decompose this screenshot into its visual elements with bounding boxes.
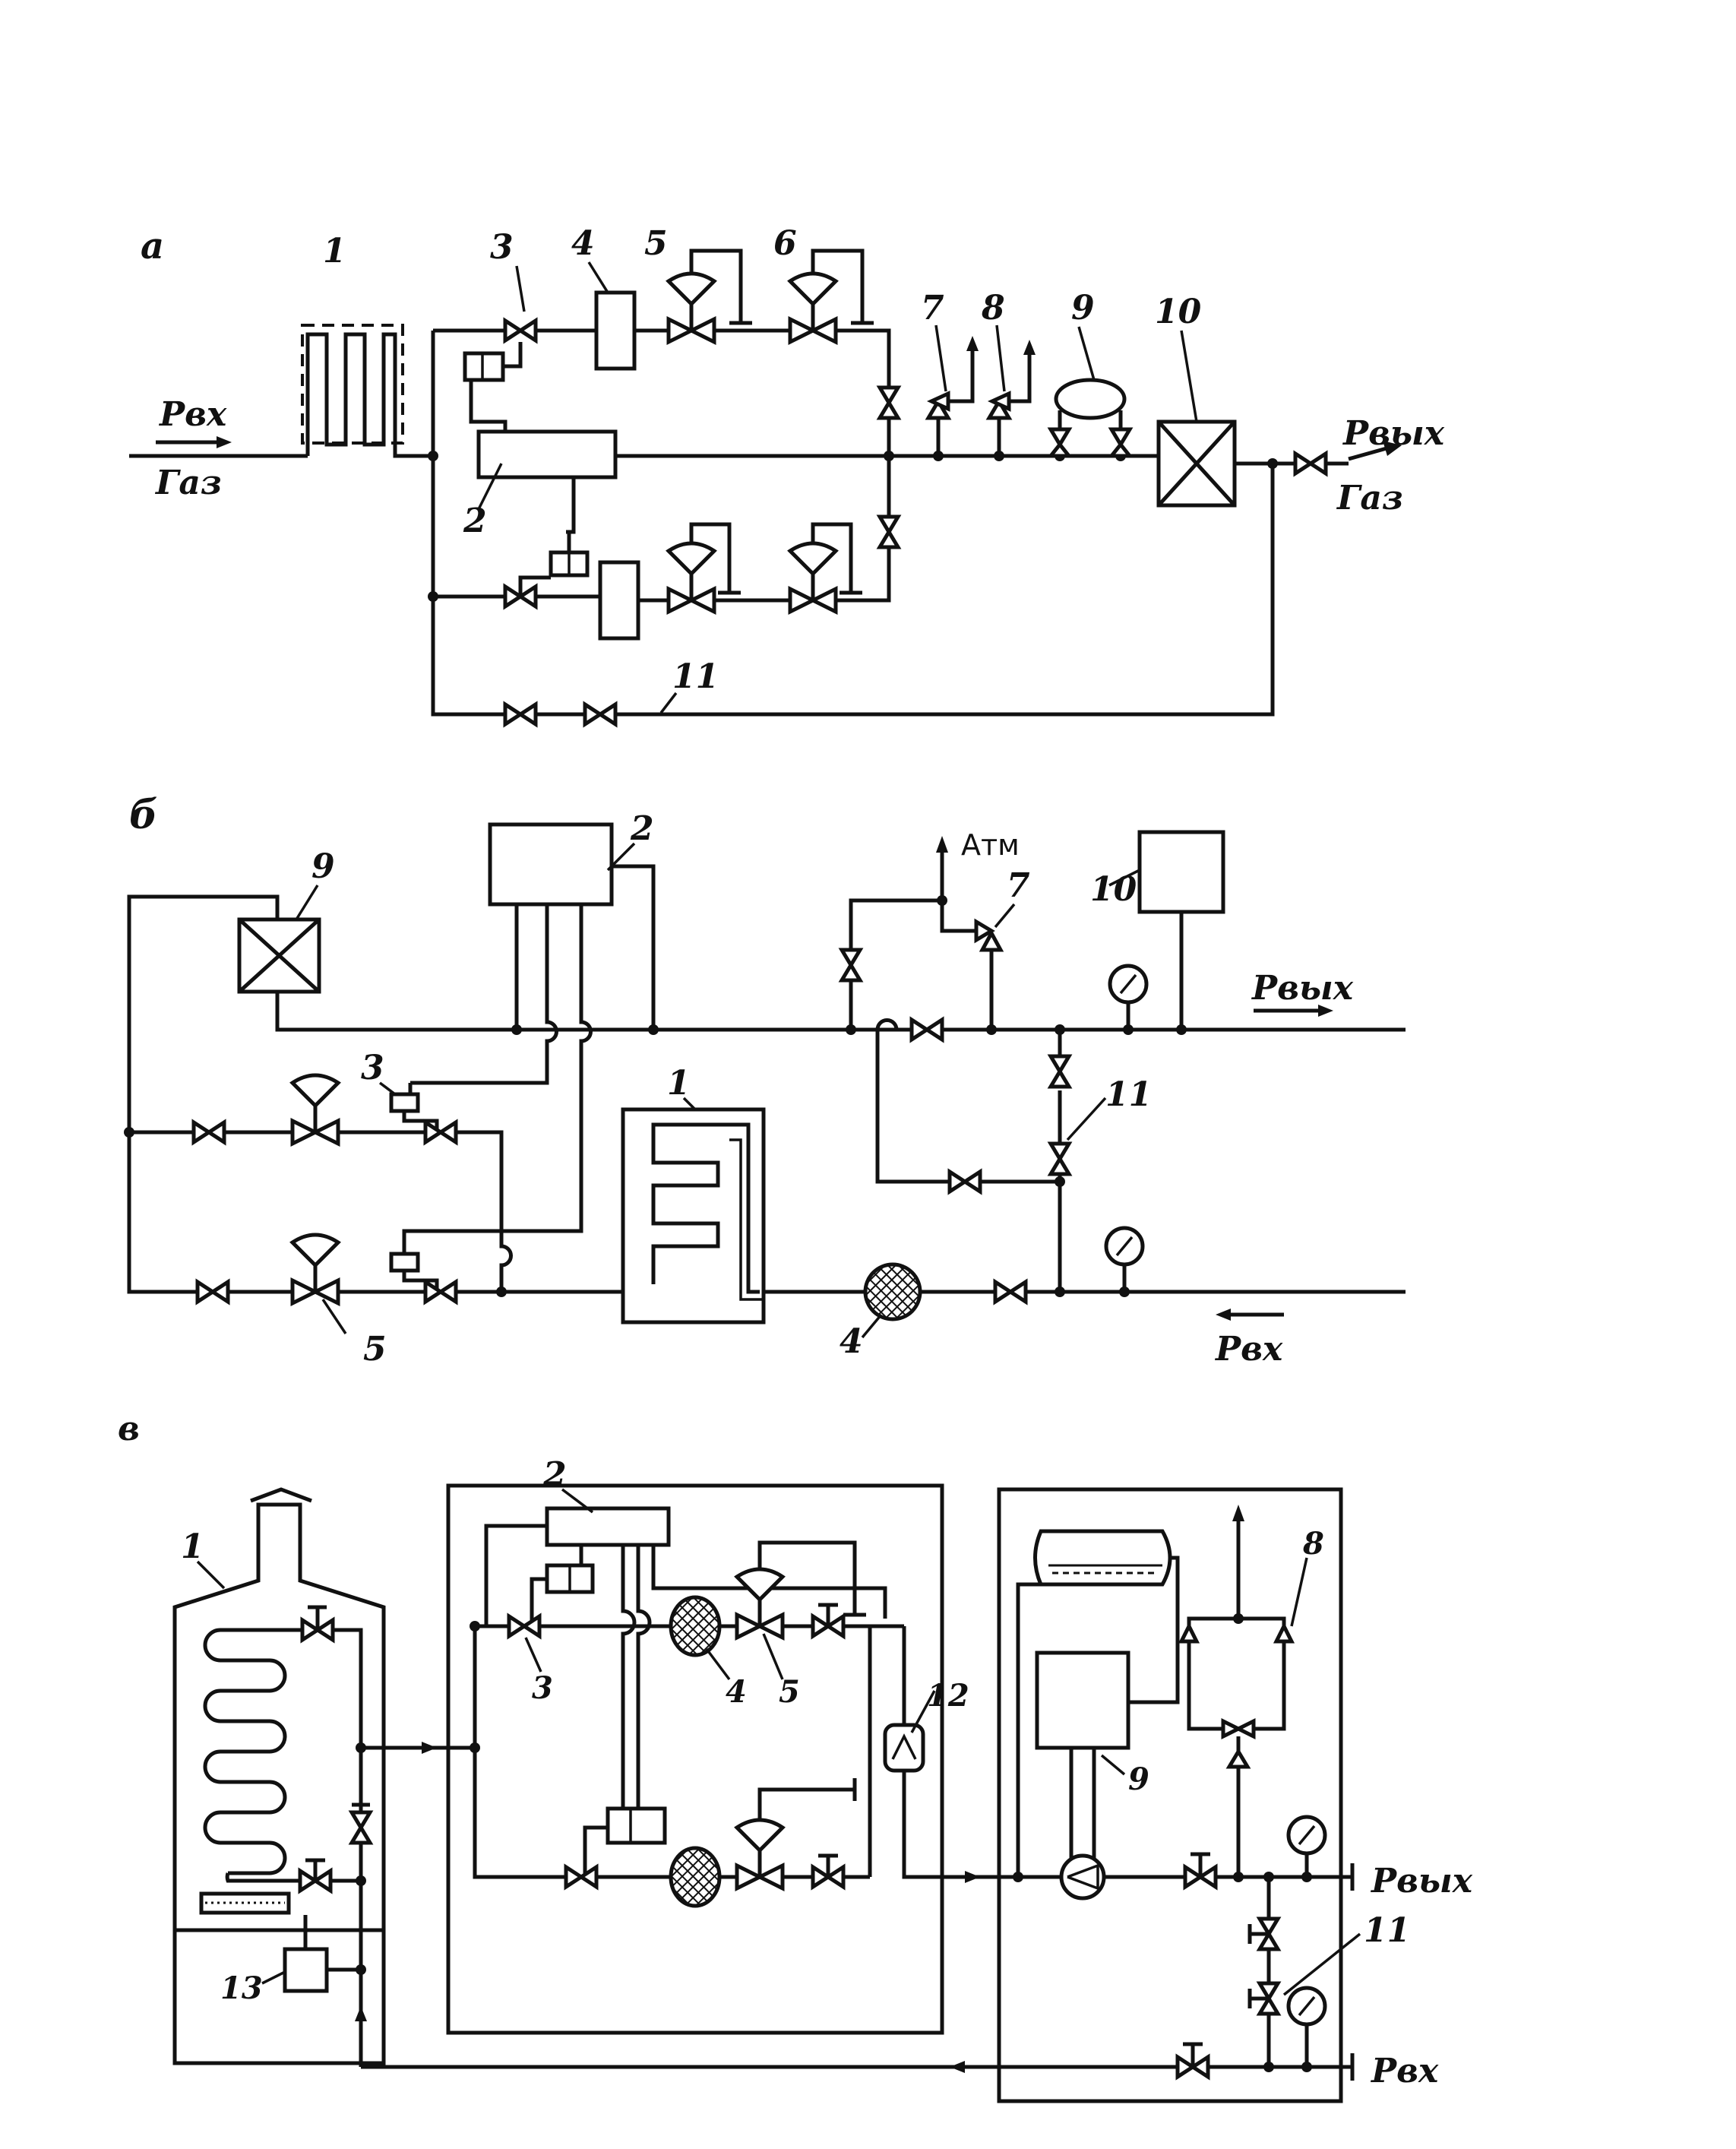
filter-4	[669, 1595, 722, 1657]
panel-a-letter: а	[141, 225, 164, 267]
regulator-upper	[289, 1073, 341, 1147]
panel-b-letter: б	[129, 792, 158, 838]
label-4: 4	[726, 1674, 747, 1710]
odorizer-10	[1156, 419, 1237, 508]
filter-lower	[669, 1846, 722, 1908]
panel-a: а 1 Pвх Газ 3 4	[129, 224, 1445, 728]
control-block-2	[488, 822, 614, 907]
flow-meter-9	[1046, 378, 1134, 458]
label-3: 3	[361, 1049, 384, 1087]
recorder-9	[1137, 830, 1225, 914]
label-4: 4	[840, 1322, 863, 1361]
meter-9	[1035, 1651, 1130, 1750]
label-6: 6	[773, 224, 797, 263]
label-7: 7	[921, 289, 944, 328]
regulator-cabinet	[446, 1483, 944, 2035]
regulator-lower	[734, 1778, 857, 1892]
label-12: 12	[927, 1678, 969, 1714]
regulator-5	[666, 248, 752, 346]
label-1: 1	[181, 1527, 204, 1566]
inlet-pressure-label: Pвх	[158, 395, 227, 434]
relief-valve-8	[985, 340, 1036, 456]
panel-c-letter: в	[118, 1410, 140, 1448]
outlet-medium-label: Газ	[1336, 479, 1403, 517]
measurement-cabinet	[997, 1487, 1343, 2103]
heater-housing	[301, 324, 404, 445]
label-8: 8	[1302, 1526, 1324, 1562]
outlet-pressure-label: Pвых	[1370, 1862, 1473, 1901]
label-5: 5	[363, 1330, 387, 1369]
flow-meter-12	[883, 1723, 925, 1773]
regulator-lower-2	[787, 522, 862, 616]
label-3: 3	[532, 1670, 553, 1706]
label-8: 8	[981, 289, 1005, 328]
control-block-2	[545, 1506, 671, 1547]
label-11: 11	[1364, 1911, 1410, 1950]
panel-c: в 1	[118, 1410, 1473, 2103]
label-2: 2	[542, 1455, 567, 1494]
label-5: 5	[644, 224, 668, 263]
regulator-5	[734, 1540, 866, 1641]
label-11: 11	[672, 657, 719, 696]
heater-boiler-1	[172, 1487, 386, 2065]
relief-valve-7	[925, 336, 979, 456]
regulator-6	[787, 248, 874, 346]
outlet-pressure-label: Pвых	[1342, 414, 1445, 453]
filter-4	[863, 1262, 922, 1321]
atmosphere-label: Атм	[961, 828, 1020, 862]
label-10: 10	[1155, 293, 1202, 331]
heat-exchanger-coil	[305, 332, 433, 458]
sensor-13	[283, 1947, 329, 1993]
valve-3	[503, 317, 538, 344]
outlet-pressure-label: Pвых	[1251, 969, 1354, 1008]
inlet-pressure-label: Pвх	[1214, 1330, 1283, 1369]
label-4: 4	[571, 224, 595, 263]
label-7: 7	[1007, 866, 1030, 905]
label-13: 13	[220, 1970, 263, 2006]
label-9: 9	[1128, 1761, 1149, 1797]
label-2: 2	[630, 809, 654, 848]
tank	[1033, 1529, 1172, 1587]
inlet-medium-label: Газ	[154, 464, 222, 502]
label-11: 11	[1105, 1075, 1152, 1114]
inlet-pressure-label: Pвх	[1370, 2052, 1439, 2090]
filter-lower	[598, 560, 640, 641]
regulator-lower-1	[666, 522, 741, 616]
label-2: 2	[463, 502, 487, 540]
label-3: 3	[490, 228, 514, 267]
regulator-5	[289, 1233, 341, 1307]
filter-4	[594, 290, 637, 371]
panel-b: б 9 2	[124, 792, 1406, 1369]
heater-1	[621, 1107, 766, 1325]
label-1: 1	[323, 232, 346, 271]
label-5: 5	[779, 1674, 800, 1710]
label-1: 1	[667, 1064, 691, 1103]
odorizer-10	[237, 917, 321, 994]
label-10: 9	[311, 847, 335, 886]
label-9: 9	[1071, 289, 1095, 328]
